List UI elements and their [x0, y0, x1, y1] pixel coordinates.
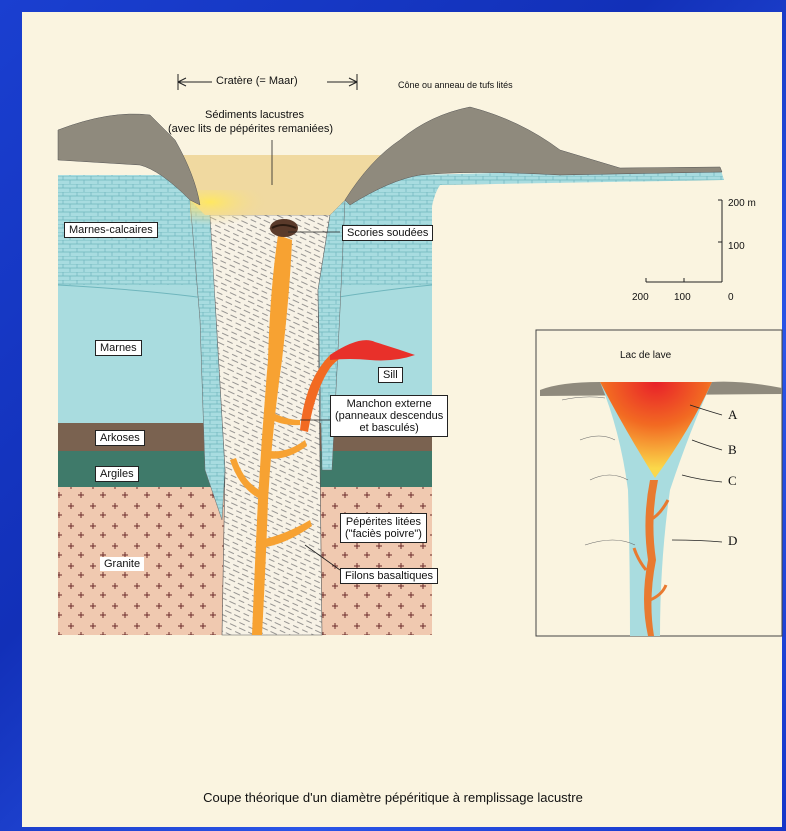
inset-label-d: D	[728, 533, 737, 549]
arkoses-label: Arkoses	[95, 430, 145, 446]
manchon-line-3: et basculés)	[335, 422, 443, 434]
inset-title: Lac de lave	[620, 350, 671, 361]
granite-label: Granite	[100, 557, 144, 571]
peperites-line-2: ("faciès poivre")	[345, 528, 422, 540]
manchon-line-2: (panneaux descendus	[335, 410, 443, 422]
manchon-line-1: Manchon externe	[335, 398, 443, 410]
scale-200m: 200 m	[728, 198, 756, 209]
scale-bar	[646, 200, 722, 282]
scale-0: 0	[728, 292, 734, 303]
limestone-extension	[420, 167, 724, 230]
marnes-label: Marnes	[95, 340, 142, 356]
cone-label: Cône ou anneau de tufs lités	[398, 80, 513, 90]
scale-100-vertical: 100	[728, 241, 745, 252]
lake-sediments-label-2: (avec lits de pépérites remaniées)	[168, 123, 333, 135]
manchon-label: Manchon externe (panneaux descendus et b…	[330, 395, 448, 437]
marnes-calcaires-label: Marnes-calcaires	[64, 222, 158, 238]
argiles-label: Argiles	[95, 466, 139, 482]
sill-label: Sill	[378, 367, 403, 383]
figure-caption: Coupe théorique d'un diamètre pépéritiqu…	[0, 790, 786, 805]
inset-label-a: A	[728, 407, 737, 423]
crater-label: Cratère (= Maar)	[216, 75, 298, 87]
peperites-label: Pépérites litées ("faciès poivre")	[340, 513, 427, 543]
inset-label-c: C	[728, 473, 737, 489]
scale-100-horizontal: 100	[674, 292, 691, 303]
peperites-line-1: Pépérites litées	[345, 516, 422, 528]
inset-label-b: B	[728, 442, 737, 458]
scories-label: Scories soudées	[342, 225, 433, 241]
lake-sediments-label-1: Sédiments lacustres	[205, 109, 304, 121]
filons-label: Filons basaltiques	[340, 568, 438, 584]
scale-200-horizontal: 200	[632, 292, 649, 303]
